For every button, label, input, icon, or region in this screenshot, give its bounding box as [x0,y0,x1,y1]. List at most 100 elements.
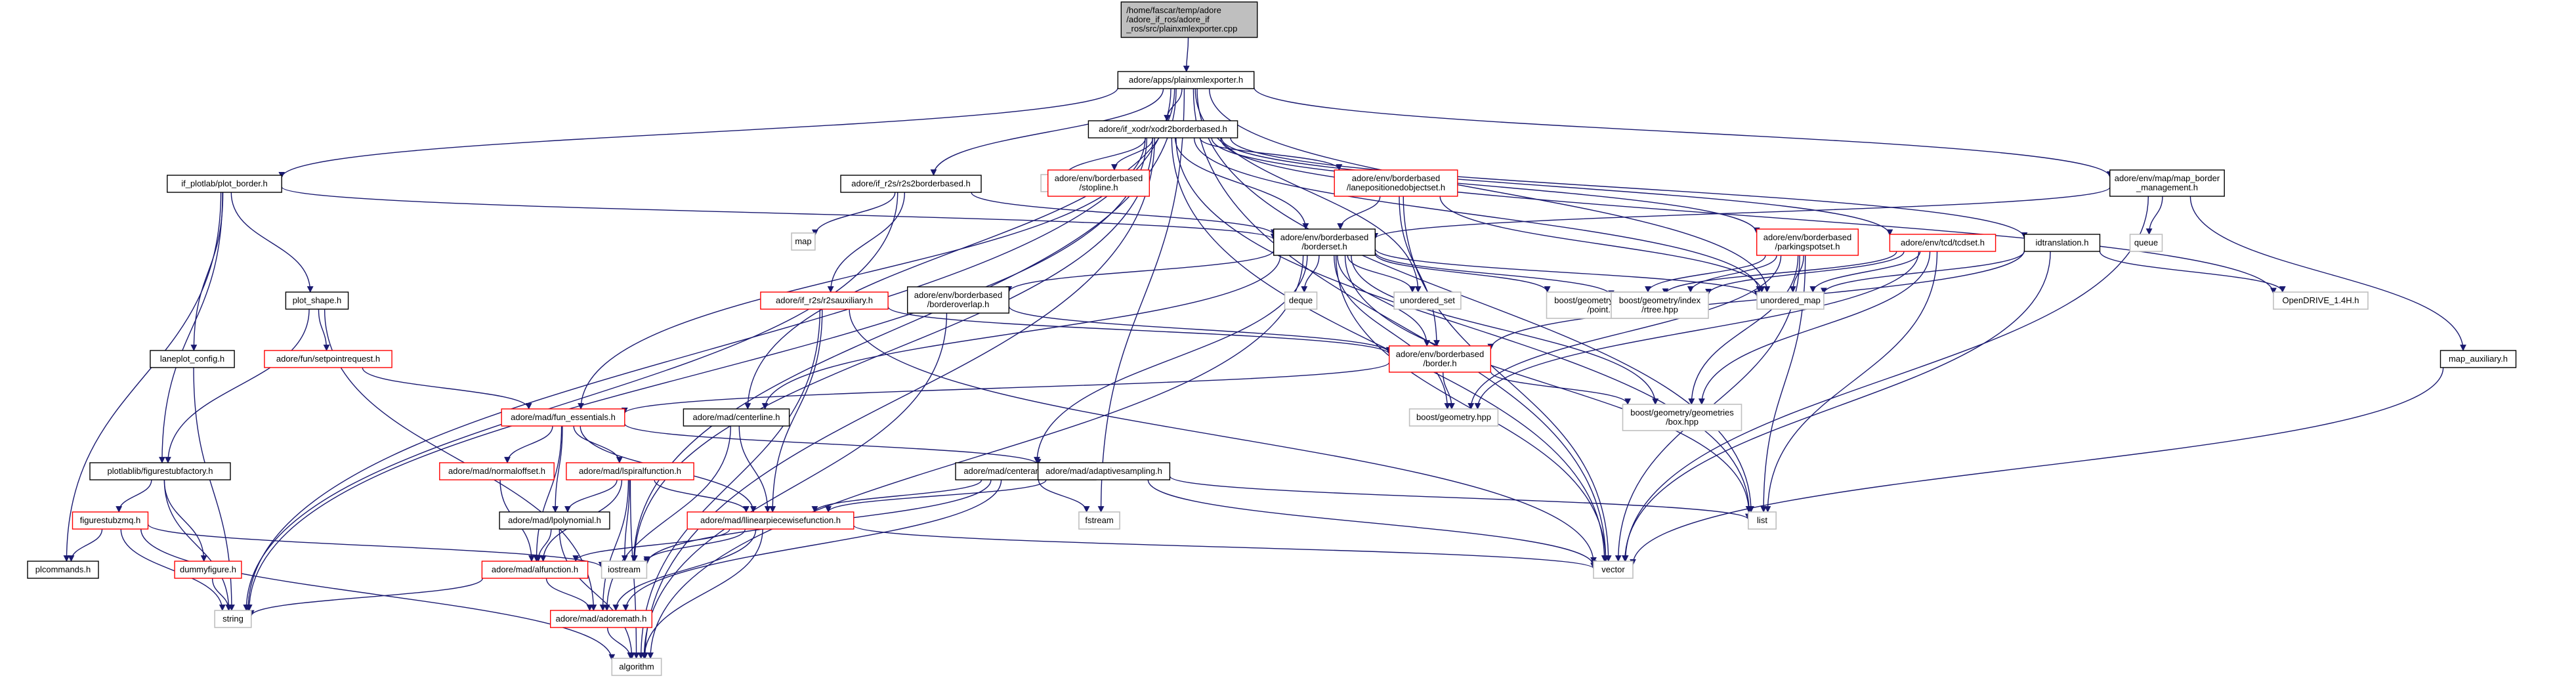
node-border[interactable]: adore/env/borderbased/border.h [1388,345,1491,373]
node-ademath[interactable]: adore/mad/adoremath.h [550,610,653,628]
node-adaptive[interactable]: adore/mad/adaptivesampling.h [1037,462,1171,480]
node-box[interactable] [686,511,855,530]
edge-lpolynomial-to-algorithm [559,528,635,659]
node-algorithm[interactable]: algorithm [611,658,662,676]
node-figfactory[interactable]: plotlablib/figurestubfactory.h [89,462,231,480]
node-borderoverlap[interactable]: adore/env/borderbased/borderoverlap.h [906,286,1009,314]
node-opendrive[interactable]: OpenDRIVE_1.4H.h [2273,291,2369,310]
node-setpoint[interactable]: adore/fun/setpointrequest.h [264,350,392,368]
node-list[interactable]: list [1748,511,1777,530]
node-tcdset[interactable]: adore/env/tcd/tcdset.h [1889,234,1996,252]
edge-parking-to-geomhpp [1467,255,1782,410]
node-box[interactable] [550,610,653,628]
node-box[interactable] [1120,1,1258,38]
node-box[interactable] [1037,462,1171,480]
node-box[interactable] [174,561,242,579]
node-unmap[interactable]: unordered_map [1756,291,1825,310]
node-box[interactable] [2439,350,2517,368]
node-box[interactable] [611,658,662,676]
node-figzmq[interactable]: figurestubzmq.h [72,511,149,530]
node-llinear[interactable]: adore/mad/llinearpiecewisefunction.h [686,511,855,530]
edge-adaptive-to-vector [1147,479,1597,567]
node-box[interactable] [683,408,790,427]
node-box[interactable] [1611,291,1709,319]
node-box[interactable] [264,350,392,368]
node-plotshape[interactable]: plot_shape.h [285,291,349,310]
node-laneplot[interactable]: laneplot_config.h [150,350,235,368]
node-queue[interactable]: queue [2129,234,2163,252]
node-box[interactable] [840,175,982,193]
node-r2saux[interactable]: adore/if_r2s/r2sauxiliary.h [760,291,889,310]
node-box[interactable] [2129,234,2163,252]
node-box[interactable] [1748,511,1777,530]
node-box[interactable] [2109,169,2225,197]
node-xodr[interactable]: adore/if_xodr/xodr2borderbased.h [1087,120,1238,138]
node-unset[interactable]: unordered_set [1393,291,1462,310]
node-box[interactable] [760,291,889,310]
node-stopline[interactable]: adore/env/borderbased/stopline.h [1047,169,1150,197]
node-box[interactable] [1756,291,1825,310]
node-map[interactable]: map [791,232,816,251]
node-box[interactable] [1388,345,1491,373]
node-box[interactable] [1117,71,1255,89]
node-box[interactable] [439,462,555,480]
node-r2sbb[interactable]: adore/if_r2s/r2s2borderbased.h [840,175,982,193]
node-geomhpp[interactable]: boost/geometry.hpp [1408,408,1499,427]
node-plcommands[interactable]: plcommands.h [27,561,99,579]
node-root[interactable]: /home/fascar/temp/adore/adore_if_ros/ado… [1120,1,1258,38]
node-dummyfig[interactable]: dummyfigure.h [174,561,242,579]
node-laneposobj[interactable]: adore/env/borderbased/lanepositionedobje… [1334,169,1458,197]
node-plotborder[interactable]: if_plotlab/plot_border.h [167,175,282,193]
node-box[interactable] [2273,291,2369,310]
node-parking[interactable]: adore/env/borderbased/parkingspotset.h [1756,228,1859,256]
node-box[interactable] [1047,169,1150,197]
node-rtree[interactable]: boost/geometry/index/rtree.hpp [1611,291,1709,319]
node-box[interactable] [566,462,694,480]
node-fstream[interactable]: fstream [1078,511,1120,530]
node-box[interactable] [1393,291,1462,310]
node-mapbm[interactable]: adore/env/map/map_border_management.h [2109,169,2225,197]
node-box[interactable] [1756,228,1859,256]
node-normaloffset[interactable]: adore/mad/normaloffset.h [439,462,555,480]
node-box[interactable] [214,610,252,628]
node-box[interactable] [1334,169,1458,197]
node-deque[interactable]: deque [1284,291,1318,310]
node-box[interactable] [1087,120,1238,138]
node-box[interactable] [27,561,99,579]
node-box[interactable] [2023,234,2101,252]
node-plainxml[interactable]: adore/apps/plainxmlexporter.h [1117,71,1255,89]
node-box[interactable] [1622,404,1742,431]
node-funess[interactable]: adore/mad/fun_essentials.h [501,408,625,427]
node-box[interactable] [1273,228,1376,256]
node-box[interactable] [601,561,648,579]
node-idtrans[interactable]: idtranslation.h [2023,234,2101,252]
node-alfunction[interactable]: adore/mad/alfunction.h [481,561,589,579]
edge-r2sbb-to-r2saux [827,192,906,293]
node-box[interactable] [72,511,149,530]
node-box[interactable] [167,175,282,193]
node-box[interactable] [481,561,589,579]
node-borderset[interactable]: adore/env/borderbased/borderset.h [1273,228,1376,256]
node-iostream[interactable]: iostream [601,561,648,579]
node-box[interactable] [89,462,231,480]
edge-plainxml-to-vector [1193,88,1609,562]
node-box[interactable] [1593,561,1634,579]
node-box[interactable] [906,286,1009,314]
node-box[interactable] [1078,511,1120,530]
node-lspiral[interactable]: adore/mad/lspiralfunction.h [566,462,694,480]
node-centerline[interactable]: adore/mad/centerline.h [683,408,790,427]
node-boxhpp[interactable]: boost/geometry/geometries/box.hpp [1622,404,1742,431]
node-box[interactable] [1889,234,1996,252]
node-box[interactable] [1284,291,1318,310]
node-mapaux[interactable]: map_auxiliary.h [2439,350,2517,368]
node-string[interactable]: string [214,610,252,628]
node-box[interactable] [791,232,816,251]
node-box[interactable] [150,350,235,368]
node-box[interactable] [499,511,610,530]
node-box[interactable] [1408,408,1499,427]
node-box[interactable] [501,408,625,427]
node-box[interactable] [285,291,349,310]
node-label: plcommands.h [35,564,91,574]
node-lpolynomial[interactable]: adore/mad/lpolynomial.h [499,511,610,530]
node-vector[interactable]: vector [1593,561,1634,579]
